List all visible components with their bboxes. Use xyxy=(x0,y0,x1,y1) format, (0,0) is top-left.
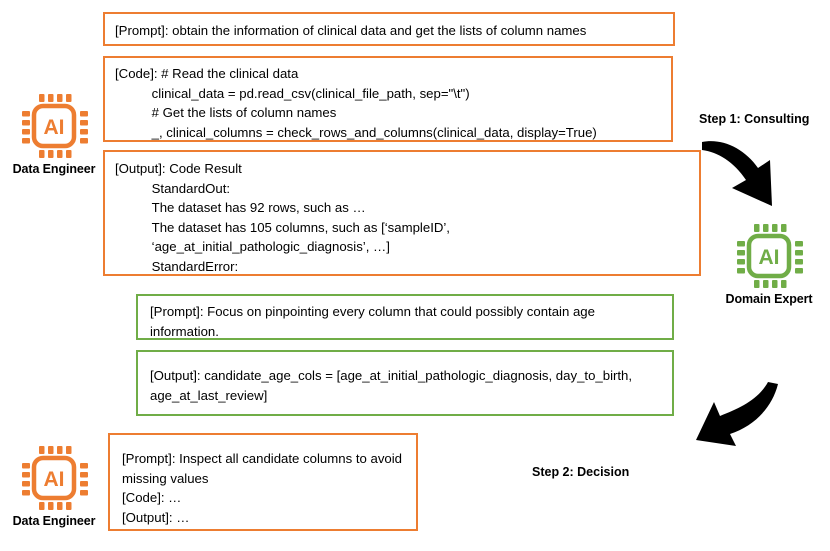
svg-text:AI: AI xyxy=(759,246,780,269)
message-text: [Output]: Code Result StandardOut: The d… xyxy=(115,161,450,274)
agent-label: Domain Expert xyxy=(725,292,813,306)
message-text: [Output]: candidate_age_cols = [age_at_i… xyxy=(150,368,636,403)
ai-chip-icon: AI xyxy=(20,92,88,160)
message-text: [Prompt]: Inspect all candidate columns … xyxy=(122,451,403,525)
message-box-expert-output-1: [Output]: candidate_age_cols = [age_at_i… xyxy=(136,350,674,416)
agent-label: Data Engineer xyxy=(12,162,96,176)
message-box-engineer-output-1: [Output]: Code Result StandardOut: The d… xyxy=(103,150,701,276)
arrow-down-right-icon xyxy=(700,136,790,221)
agent-domain-expert: AI Domain Expert xyxy=(723,222,815,306)
svg-text:AI: AI xyxy=(44,116,65,139)
message-text: [Code]: # Read the clinical data clinica… xyxy=(115,66,597,140)
message-text: [Prompt]: Focus on pinpointing every col… xyxy=(150,304,599,339)
agent-data-engineer-top: AI Data Engineer xyxy=(8,92,100,176)
step-label-2: Step 2: Decision xyxy=(532,465,630,479)
message-box-engineer-prompt-2: [Prompt]: Inspect all candidate columns … xyxy=(108,433,418,531)
message-box-expert-prompt-1: [Prompt]: Focus on pinpointing every col… xyxy=(136,294,674,340)
ai-chip-icon: AI xyxy=(735,222,803,290)
agent-data-engineer-bottom: AI Data Engineer xyxy=(8,444,100,528)
arrow-down-left-icon xyxy=(692,382,782,467)
ai-chip-icon: AI xyxy=(20,444,88,512)
step-label-1: Step 1: Consulting xyxy=(699,112,810,126)
message-box-engineer-prompt-1: [Prompt]: obtain the information of clin… xyxy=(103,12,675,46)
agent-label: Data Engineer xyxy=(12,514,96,528)
message-text: [Prompt]: obtain the information of clin… xyxy=(115,23,587,38)
message-box-engineer-code-1: [Code]: # Read the clinical data clinica… xyxy=(103,56,673,142)
svg-text:AI: AI xyxy=(44,468,65,491)
